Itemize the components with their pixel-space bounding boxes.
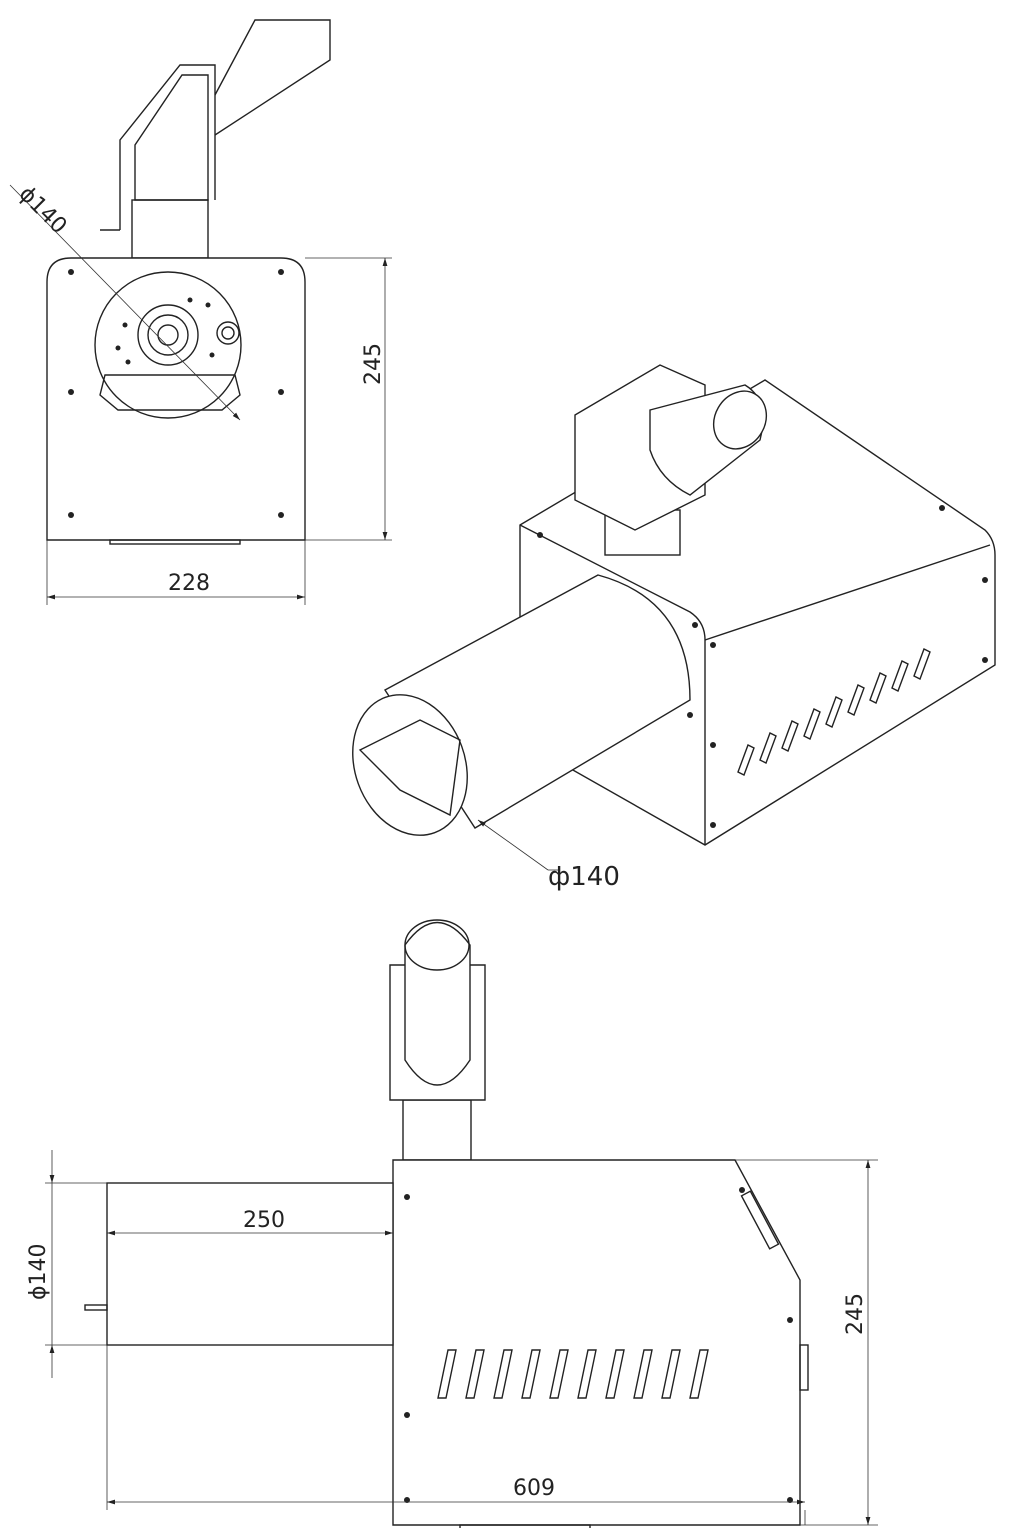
side-total-length-label: 609: [513, 1476, 555, 1501]
rear-fitting: [799, 1344, 809, 1391]
housing-front: [46, 257, 306, 541]
diameter-leader: [9, 184, 241, 421]
neck-side: [402, 1099, 472, 1161]
isometric-view: ф140: [352, 364, 996, 892]
diameter-leader: [477, 819, 549, 871]
nozzle-inner: [157, 324, 179, 346]
housing-top-edge: [704, 544, 991, 641]
iso-diameter-label: ф140: [548, 862, 620, 892]
side-height-label: 245: [843, 1293, 868, 1335]
nozzle-middle: [147, 314, 189, 356]
iso-screws: [537, 505, 988, 828]
front-width-label: 228: [168, 571, 210, 596]
neck: [131, 199, 209, 259]
nozzle-outer: [137, 304, 199, 366]
vent-slots-side: [437, 1349, 709, 1399]
hopper: [134, 74, 209, 201]
feed-pipe: [214, 19, 331, 136]
tube-pin: [84, 1304, 108, 1311]
hopper-plate: [119, 64, 216, 230]
front-screws: [68, 269, 284, 518]
igniter-inner: [221, 326, 235, 340]
tube-circle: [94, 271, 242, 419]
front-view: ϕ140 245 228: [9, 19, 392, 605]
base-plate: [459, 1524, 591, 1528]
grate: [99, 374, 241, 411]
igniter-outer: [216, 321, 240, 345]
side-diameter-label: ϕ140: [26, 1243, 51, 1300]
pipe-side: [404, 921, 471, 1086]
front-height-label: 245: [361, 343, 386, 385]
front-diameter-label: ϕ140: [14, 182, 72, 240]
base-plate: [109, 539, 241, 545]
tube-side: [106, 1182, 394, 1346]
grate-iso: [358, 719, 461, 817]
slanted-panel-fitting: [740, 1190, 780, 1250]
vent-slots-iso: [737, 648, 931, 776]
pipe-opening-side: [404, 919, 470, 971]
side-tube-length-label: 250: [243, 1208, 285, 1233]
side-view: ϕ140 250 245 609: [26, 919, 878, 1528]
housing-side: [392, 1159, 801, 1526]
pipe-opening-iso: [712, 390, 768, 450]
